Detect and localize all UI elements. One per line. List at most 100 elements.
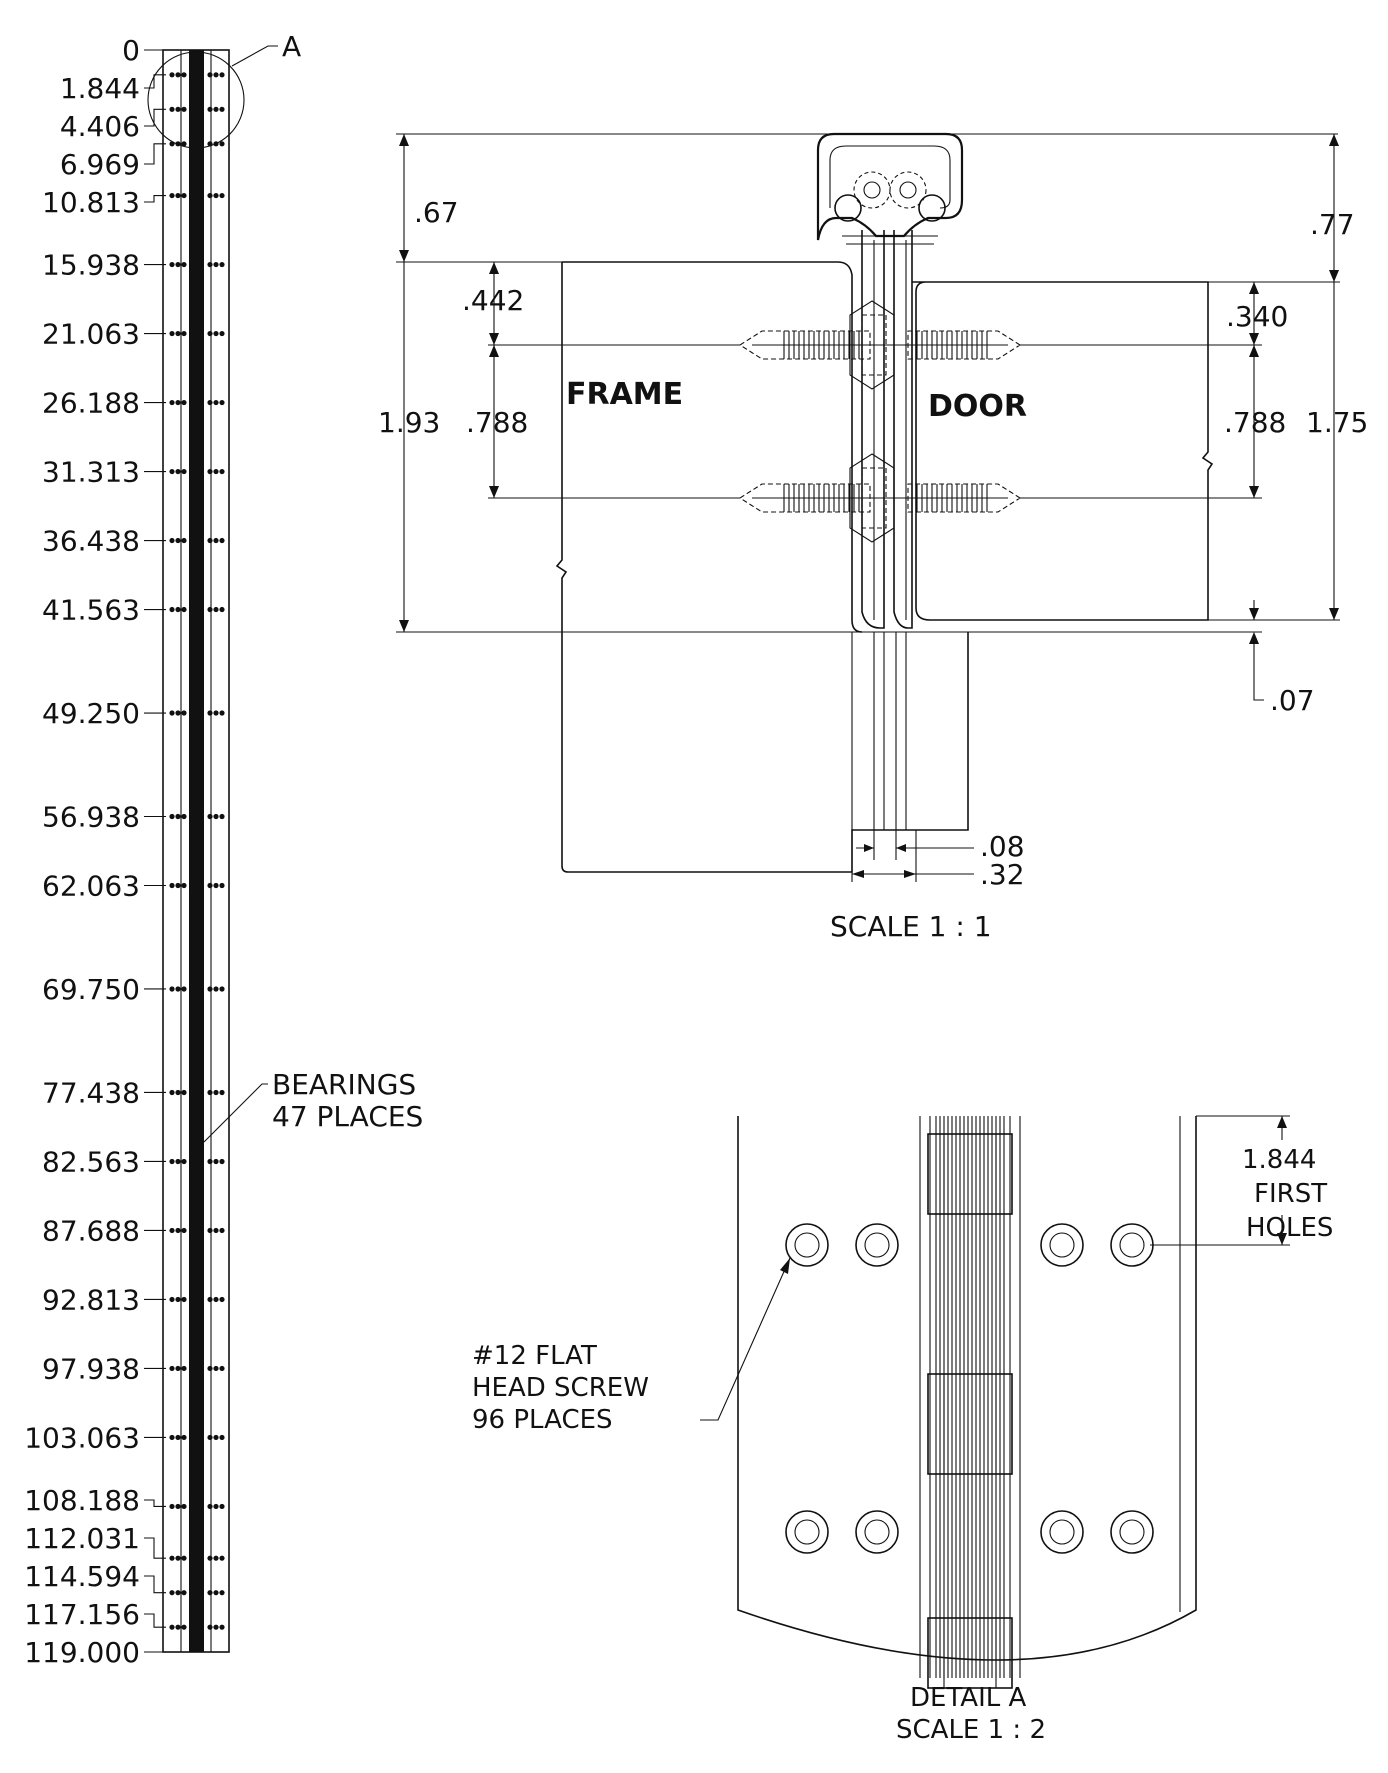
strip-hole-dot xyxy=(169,1434,175,1441)
strip-hole-dot xyxy=(181,330,187,337)
strip-hole-dot xyxy=(181,106,187,112)
dim-193: 1.93 xyxy=(378,406,440,439)
frame-label: FRAME xyxy=(566,377,683,412)
dim-175: 1.75 xyxy=(1306,406,1368,439)
strip-hole-dot xyxy=(219,399,225,406)
strip-hole-dot xyxy=(207,1555,213,1561)
strip-tick-jog xyxy=(144,1613,166,1628)
strip-hole-dot xyxy=(219,1590,225,1596)
detail-screw-holes xyxy=(785,1223,1154,1554)
strip-hole-dot xyxy=(181,1296,187,1303)
strip-hole-dot xyxy=(207,1624,213,1630)
detail-screw-hole-inner xyxy=(794,1232,820,1258)
callout-a-label: A xyxy=(282,30,301,63)
strip-hole-dot xyxy=(213,606,219,613)
strip-hole-dot xyxy=(213,1503,219,1510)
strip-hole-dot xyxy=(213,710,219,716)
strip-hole-dot xyxy=(175,1590,181,1596)
detail-screw-hole xyxy=(785,1510,829,1554)
strip-hole-dot xyxy=(181,606,187,613)
strip-dimension-labels: 01.8444.4066.96910.81315.93821.06326.188… xyxy=(24,34,140,1669)
strip-hole-dot xyxy=(175,330,181,337)
frame-leaf-section xyxy=(562,261,863,633)
strip-hole-dot xyxy=(213,261,219,268)
strip-hole-dot xyxy=(181,986,187,992)
hinge-cap-head xyxy=(816,132,964,241)
strip-hole-dot xyxy=(169,192,175,199)
section-screws xyxy=(738,300,1022,543)
strip-hole-dot xyxy=(213,813,219,820)
detail-a-title: DETAIL A xyxy=(910,1683,1027,1713)
strip-hole-dot xyxy=(181,1434,187,1441)
section-bearing xyxy=(849,453,895,543)
strip-hole-dot xyxy=(207,261,213,268)
strip-hole-dot xyxy=(175,1158,181,1165)
strip-hole-dot xyxy=(169,1227,175,1234)
strip-hole-dot xyxy=(175,882,181,889)
strip-position-label: 1.844 xyxy=(60,72,140,105)
section-scale-label: SCALE 1 : 1 xyxy=(830,910,992,943)
strip-hole-dot xyxy=(169,1555,175,1561)
strip-hole-dot xyxy=(169,106,175,112)
strip-hole-dot xyxy=(175,606,181,613)
strip-hole-dot xyxy=(181,813,187,820)
dim-0442: .442 xyxy=(462,284,524,317)
strip-hole-dot xyxy=(181,1365,187,1372)
strip-hole-dot xyxy=(219,1365,225,1372)
strip-hole-dot xyxy=(175,468,181,475)
strip-hole-dot xyxy=(213,1555,219,1561)
strip-hole-dot xyxy=(175,192,181,199)
strip-hole-dot xyxy=(219,1158,225,1165)
strip-hole-dot xyxy=(169,261,175,268)
strip-position-label: 4.406 xyxy=(60,110,140,143)
screw-line2: HEAD SCREW xyxy=(472,1373,649,1403)
strip-tick-jog xyxy=(144,1537,166,1559)
strip-hole-dot xyxy=(213,1590,219,1596)
strip-hole-dot xyxy=(207,72,213,78)
bearings-label-line2: 47 PLACES xyxy=(272,1100,423,1133)
strip-hole-dot xyxy=(181,537,187,544)
dim-077: .77 xyxy=(1310,208,1355,241)
strip-hole-dot xyxy=(181,399,187,406)
strip-hole-dot xyxy=(219,1296,225,1303)
strip-hole-dot xyxy=(169,813,175,820)
strip-hole-dot xyxy=(213,468,219,475)
detail-a-scale: SCALE 1 : 2 xyxy=(896,1715,1046,1745)
frame-leaf-lower xyxy=(561,632,969,873)
strip-hole-dot xyxy=(169,72,175,78)
dim-067: .67 xyxy=(414,196,459,229)
strip-position-label: 21.063 xyxy=(42,318,140,351)
strip-hole-dot xyxy=(213,72,219,78)
detail-knuckle xyxy=(927,1373,1013,1475)
strip-position-label: 112.031 xyxy=(24,1522,140,1555)
dim-008: .08 xyxy=(980,830,1025,863)
detail-a-view: 1.844 FIRST HOLES #12 FLAT HEAD SCREW 96… xyxy=(472,1115,1333,1745)
screw-line3: 96 PLACES xyxy=(472,1405,613,1435)
strip-hole-dot xyxy=(169,882,175,889)
strip-hole-dot xyxy=(219,882,225,889)
strip-hole-dot xyxy=(181,1590,187,1596)
strip-hole-dot xyxy=(175,1503,181,1510)
detail-a-callout-circle xyxy=(147,51,245,149)
strip-hole-dot xyxy=(181,141,187,147)
strip-hole-dot xyxy=(181,192,187,199)
strip-hole-dot xyxy=(175,986,181,992)
detail-screw-hole xyxy=(1040,1510,1084,1554)
strip-hole-dot xyxy=(207,468,213,475)
detail-screw-hole-inner xyxy=(794,1519,820,1545)
hinge-section-view: FRAME DOOR .67 1.93 .442 .788 .340 .788 xyxy=(378,132,1368,943)
strip-hole-dot xyxy=(175,1624,181,1630)
strip-hole-dot xyxy=(207,1296,213,1303)
section-bearing xyxy=(849,300,895,390)
strip-hole-dot xyxy=(175,1365,181,1372)
strip-hole-dot xyxy=(213,1158,219,1165)
detail-knuckle xyxy=(927,1133,1013,1215)
dim-0788-right: .788 xyxy=(1224,406,1286,439)
strip-hole-dot xyxy=(213,1089,219,1096)
strip-hole-dot xyxy=(219,606,225,613)
detail-screw-hole xyxy=(855,1510,899,1554)
strip-hole-dot xyxy=(169,1296,175,1303)
strip-hole-dot xyxy=(169,399,175,406)
strip-hole-dot xyxy=(175,106,181,112)
